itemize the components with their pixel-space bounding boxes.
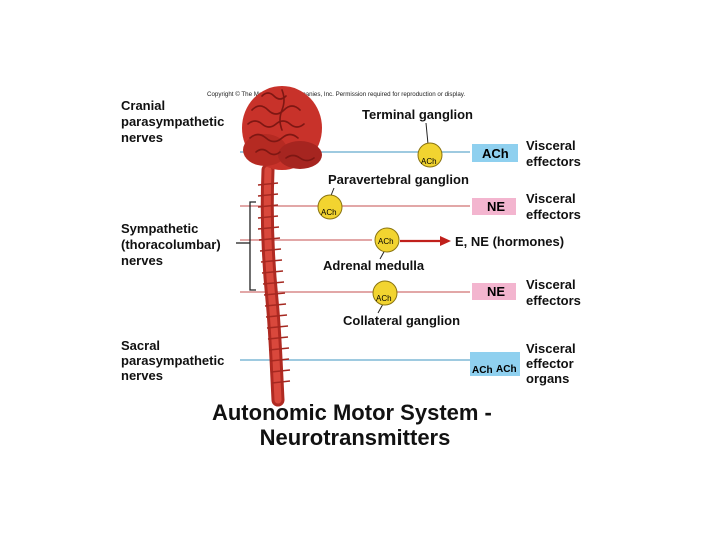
collateral-ganglion: ACh (372, 280, 398, 306)
svg-text:ACh: ACh (472, 365, 493, 376)
svg-text:ACh: ACh (482, 146, 509, 161)
ach-box-sacral: ACh ACh (470, 352, 520, 376)
svg-text:ACh: ACh (321, 208, 337, 217)
paravertebral-ganglion-label: Paravertebral ganglion (328, 172, 469, 187)
visceral-effectors-label-2: Visceral effectors (526, 191, 581, 222)
sympathetic-nerves-label: Sympathetic (thoracolumbar) nerves (121, 221, 224, 268)
sacral-nerves-label: Sacral parasympathetic nerves (121, 338, 228, 383)
hormones-label: E, NE (hormones) (455, 234, 564, 249)
collateral-ganglion-leader (377, 303, 384, 314)
hormone-arrow-head (440, 236, 451, 246)
visceral-effector-organs-label: Visceral effector organs (526, 341, 579, 386)
svg-text:ACh: ACh (421, 157, 437, 166)
svg-text:ACh: ACh (496, 364, 517, 375)
page-title: Autonomic Motor System - Neurotransmitte… (212, 400, 498, 450)
visceral-effectors-label-1: Visceral effectors (526, 138, 581, 169)
svg-text:ACh: ACh (378, 237, 394, 246)
svg-text:ACh: ACh (376, 294, 392, 303)
collateral-ganglion-label: Collateral ganglion (343, 313, 460, 328)
paravertebral-ganglion: ACh (317, 194, 343, 220)
cranial-nerves-label: Cranial parasympathetic nerves (121, 98, 228, 145)
ach-box-cranial: ACh (472, 144, 518, 162)
brain-illustration (242, 86, 322, 170)
copyright-notice: Copyright © The McGraw-Hill Companies, I… (207, 91, 465, 98)
terminal-ganglion-label: Terminal ganglion (362, 107, 473, 122)
terminal-ganglion-leader (425, 122, 429, 145)
terminal-ganglion: ACh (417, 142, 443, 168)
spinal-cord (257, 163, 291, 407)
ne-box-paravertebral: NE (472, 198, 516, 215)
svg-text:NE: NE (487, 284, 505, 299)
sympathetic-bracket (249, 201, 256, 291)
svg-text:NE: NE (487, 199, 505, 214)
adrenal-medulla-cell: ACh (374, 227, 400, 253)
adrenal-medulla-label: Adrenal medulla (323, 258, 425, 273)
visceral-effectors-label-3: Visceral effectors (526, 277, 581, 308)
ne-box-collateral: NE (472, 283, 516, 300)
